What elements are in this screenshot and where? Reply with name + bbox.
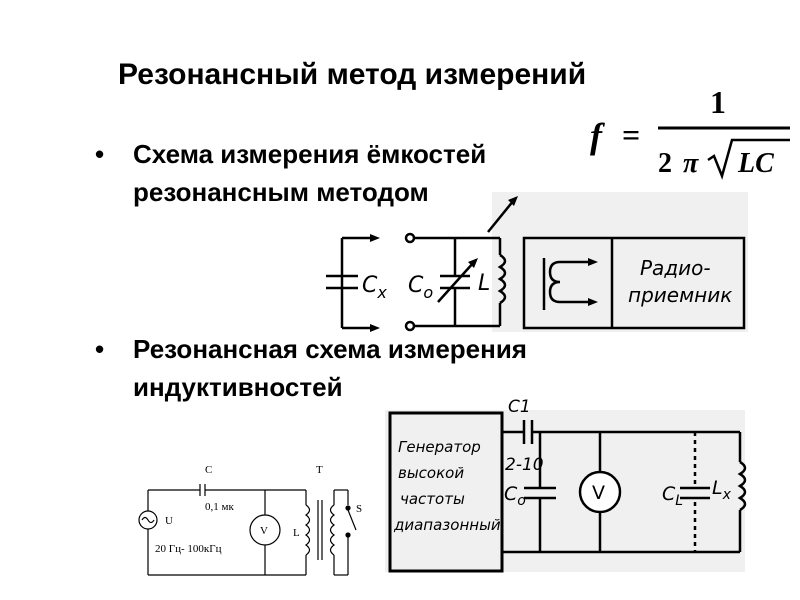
- label-l: L: [478, 271, 490, 296]
- bullet-marker: •: [95, 334, 105, 364]
- formula-den-two: 2: [658, 148, 672, 179]
- label-c1: C1: [508, 397, 531, 417]
- bullet-line: резонансным методом: [133, 177, 429, 207]
- gen-line: частоты: [400, 490, 465, 508]
- label-t: T: [316, 464, 323, 476]
- label-v-small: V: [260, 525, 268, 537]
- label-c-small: C: [205, 464, 212, 476]
- receiver-line1: Радио-: [640, 256, 711, 280]
- bullet-marker: •: [95, 139, 105, 169]
- slide-title: Резонансный метод измерений: [118, 58, 587, 91]
- formula-den-rad: LC: [737, 148, 774, 179]
- inductance-small-diagram: [138, 484, 357, 576]
- label-lx: Lx: [712, 477, 732, 503]
- bullet-capacitance: • Схема измерения ёмкостей резонансным м…: [95, 135, 593, 211]
- inductance-small-labels: C 0,1 мк T U V L S 20 Гц- 100кГц: [155, 464, 362, 555]
- bullet-line: Схема измерения ёмкостей: [133, 139, 487, 169]
- label-cx: Cx: [362, 273, 387, 302]
- capacitance-labels: Cx Co L Радио- приемник: [362, 256, 732, 307]
- formula-eq: =: [622, 117, 640, 153]
- label-co-large: Co: [504, 483, 526, 509]
- bullet-inductance: • Резонансная схема измерения индуктивно…: [95, 330, 653, 406]
- capacitance-diagram: [326, 192, 748, 332]
- gen-line: Генератор: [398, 438, 481, 456]
- label-u: U: [165, 515, 173, 527]
- label-c-value: 0,1 мк: [205, 501, 234, 513]
- formula-num: 1: [710, 84, 726, 120]
- inductance-large-labels: Генератор высокой частоты диапазонный C1…: [393, 397, 732, 534]
- gen-line: диапазонный: [393, 516, 501, 534]
- label-l-small: L: [293, 527, 300, 539]
- label-cl: CL: [662, 483, 683, 509]
- formula-den-pi: π: [683, 148, 699, 179]
- label-co: Co: [408, 273, 433, 302]
- receiver-line2: приемник: [628, 283, 732, 307]
- label-v-large: V: [592, 482, 605, 504]
- label-s: S: [356, 503, 362, 515]
- bullet-line: Резонансная схема измерения: [133, 334, 527, 364]
- formula-lhs: f: [590, 116, 605, 156]
- gen-line: высокой: [398, 464, 464, 482]
- label-range: 20 Гц- 100кГц: [155, 543, 222, 555]
- label-c1-range: 2-10: [505, 455, 544, 475]
- resonance-formula: f = 1 2 π LC: [590, 84, 790, 180]
- sqrt-sign: [707, 138, 790, 180]
- bullet-line: индуктивностей: [133, 372, 343, 402]
- inductance-large-diagram: [385, 410, 747, 573]
